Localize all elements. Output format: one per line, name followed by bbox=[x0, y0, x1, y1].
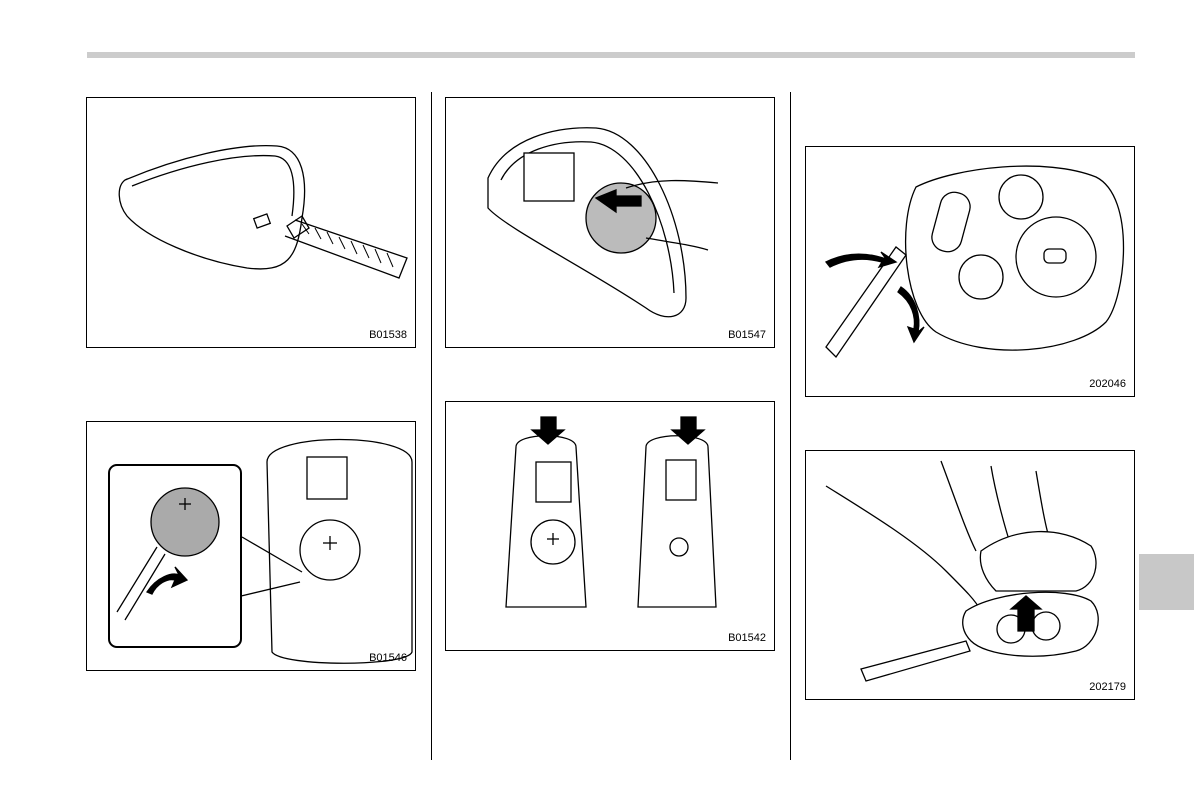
chapter-tab bbox=[1139, 554, 1194, 610]
fob-tape-illustration bbox=[87, 98, 416, 348]
case-press-illustration bbox=[446, 402, 775, 651]
battery-insert-illustration bbox=[446, 98, 775, 348]
battery-remove-illustration bbox=[87, 422, 416, 671]
figure-202046: 202046 bbox=[805, 146, 1135, 397]
figure-b01542: B01542 bbox=[445, 401, 775, 651]
figure-code: B01538 bbox=[369, 329, 407, 341]
figure-202179: 202179 bbox=[805, 450, 1135, 700]
key-lift-illustration bbox=[806, 451, 1135, 700]
figure-b01546: B01546 bbox=[86, 421, 416, 671]
figure-code: 202046 bbox=[1089, 378, 1126, 390]
figure-code: B01547 bbox=[728, 329, 766, 341]
header-rule bbox=[87, 52, 1135, 58]
figure-code: B01546 bbox=[369, 652, 407, 664]
figure-b01547: B01547 bbox=[445, 97, 775, 348]
key-pry-illustration bbox=[806, 147, 1135, 397]
column-divider-left bbox=[431, 92, 432, 760]
column-divider-right bbox=[790, 92, 791, 760]
figure-code: B01542 bbox=[728, 632, 766, 644]
figure-code: 202179 bbox=[1089, 681, 1126, 693]
figure-b01538: B01538 bbox=[86, 97, 416, 348]
